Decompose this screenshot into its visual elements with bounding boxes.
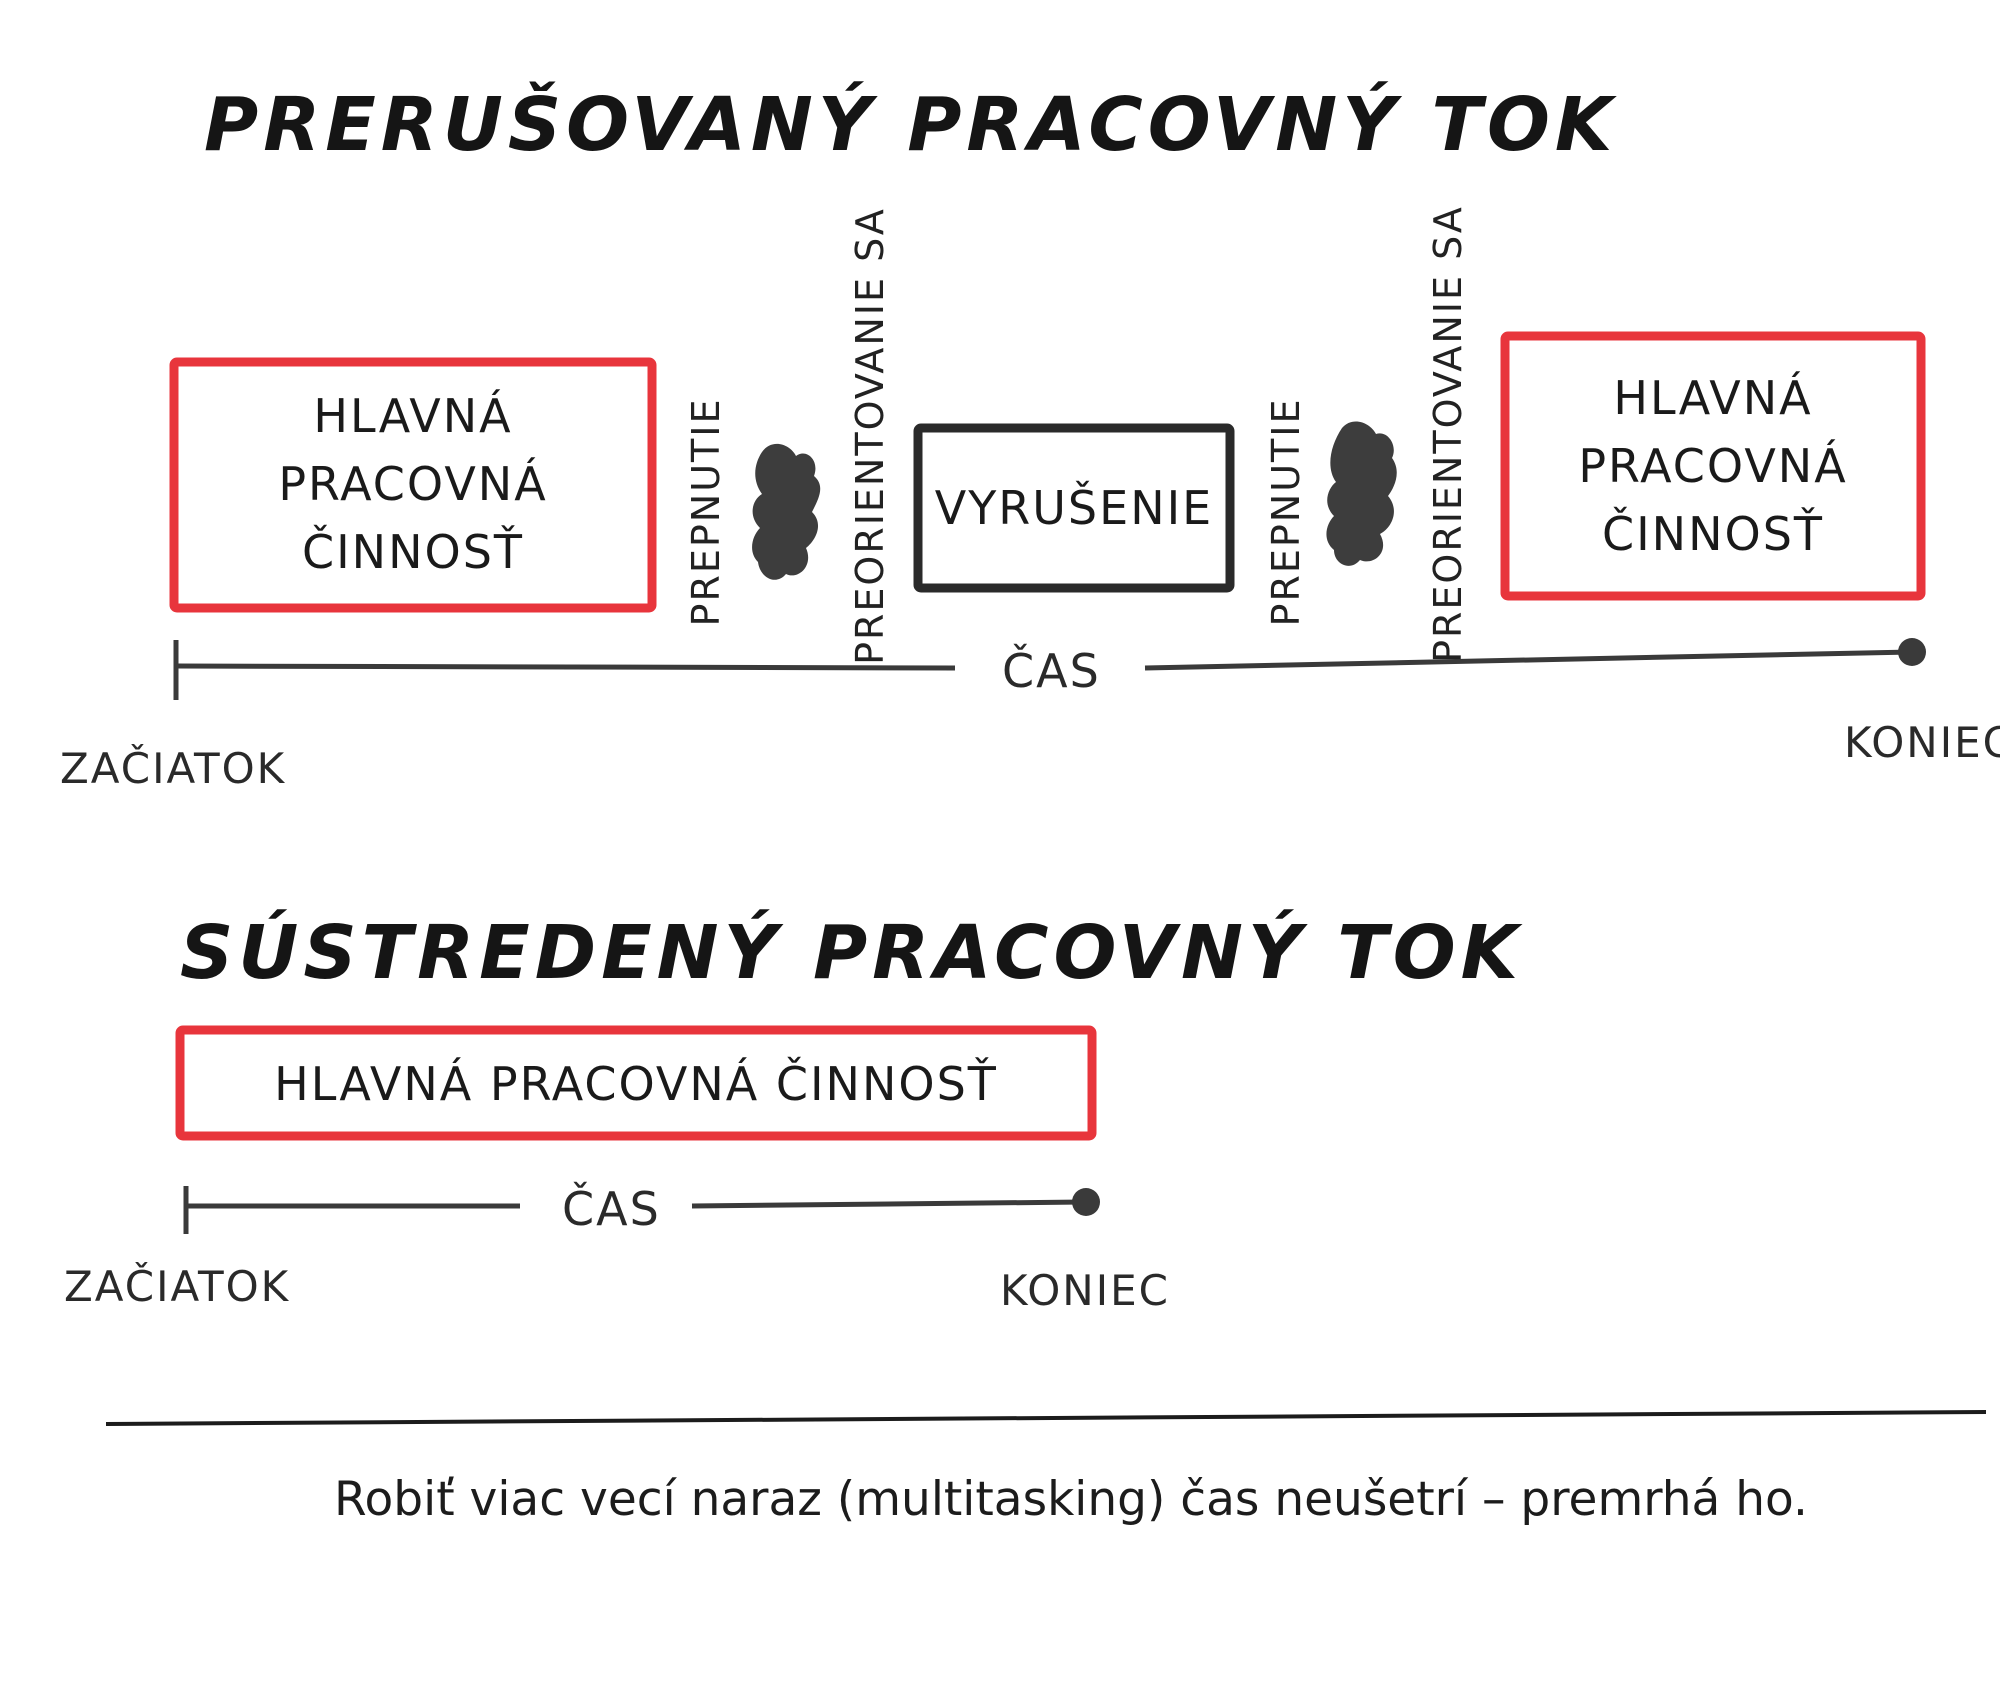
- main-task-left-line-1: HLAVNÁ: [313, 389, 513, 443]
- timeline-left-segment-top: [175, 663, 956, 671]
- reorient-label-1: PREORIENTOVANIE SA: [848, 207, 892, 665]
- main-task-left-line-2: PRACOVNÁ: [278, 457, 548, 511]
- caption-divider: [105, 1410, 1987, 1426]
- end-label-bottom: KONIEC: [1000, 1266, 1170, 1315]
- interrupted-flow-title: PRERUŠOVANÝ PRACOVNÝ TOK: [204, 82, 1618, 168]
- main-task-left-line-3: ČINNOSŤ: [301, 525, 524, 579]
- interruption-box: [913, 423, 1235, 593]
- focused-task-text: HLAVNÁ PRACOVNÁ ČINNOSŤ: [274, 1057, 998, 1111]
- focused-task-box: [175, 1025, 1097, 1141]
- main-task-right-text: HLAVNÁ PRACOVNÁ ČINNOSŤ: [1505, 364, 1921, 568]
- switch-label-2: PREPNUTIE: [1264, 397, 1308, 627]
- transition-blob-1: [752, 443, 821, 580]
- main-task-right-line-2: PRACOVNÁ: [1578, 439, 1848, 493]
- main-task-box-right: [1500, 331, 1926, 601]
- focused-flow-title: SÚSTREDENÝ PRACOVNÝ TOK: [180, 910, 1524, 996]
- timeline-right-segment-top: [1144, 649, 1911, 671]
- switch-label-1: PREPNUTIE: [684, 397, 728, 627]
- start-label-top: ZAČIATOK: [60, 744, 287, 793]
- interruption-text: VYRUŠENIE: [934, 481, 1214, 535]
- caption: Robiť viac vecí naraz (multitasking) čas…: [334, 1472, 1808, 1527]
- transition-blob-2: [1326, 421, 1397, 566]
- end-label-top: KONIEC: [1844, 718, 2000, 767]
- main-task-right-line-1: HLAVNÁ: [1613, 371, 1813, 425]
- timeline-end-dot-top: [1898, 638, 1926, 666]
- time-label-top: ČAS: [1002, 644, 1101, 698]
- main-task-right-line-3: ČINNOSŤ: [1601, 507, 1824, 561]
- timeline-end-dot-bottom: [1072, 1188, 1100, 1216]
- reorient-label-2: PREORIENTOVANIE SA: [1426, 205, 1470, 663]
- time-label-bottom: ČAS: [562, 1182, 661, 1236]
- main-task-box-left: [169, 357, 657, 613]
- timeline-right-segment-bottom: [691, 1199, 1085, 1209]
- main-task-left-text: HLAVNÁ PRACOVNÁ ČINNOSŤ: [174, 382, 652, 586]
- start-label-bottom: ZAČIATOK: [64, 1262, 291, 1311]
